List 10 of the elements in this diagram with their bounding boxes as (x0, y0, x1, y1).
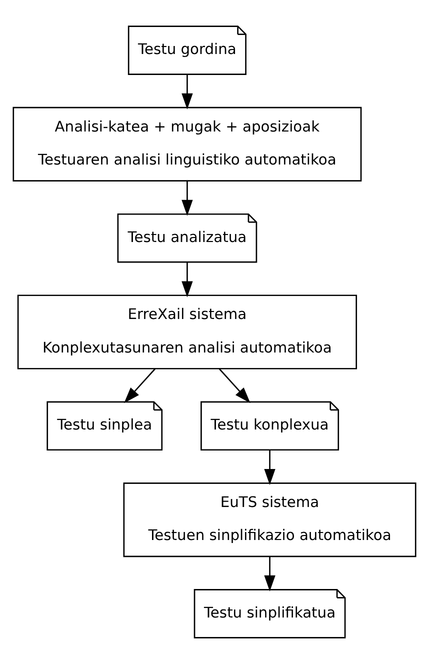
arrow (264, 556, 276, 592)
arrow (264, 450, 276, 486)
arrow (182, 181, 193, 216)
arrow (218, 368, 250, 404)
arrow (124, 368, 156, 404)
node-box: EuTS sistema Testuen sinplifikazio automatikoa (123, 482, 416, 558)
arrow (182, 74, 193, 110)
node-box: Analisi-katea + mugak + aposizioak Testuaren analisi linguistiko automatikoa (12, 106, 362, 182)
node-box: ErreXail sistema Konplexutasunaren analisi automatikoa (17, 294, 358, 370)
arrow (182, 262, 193, 298)
